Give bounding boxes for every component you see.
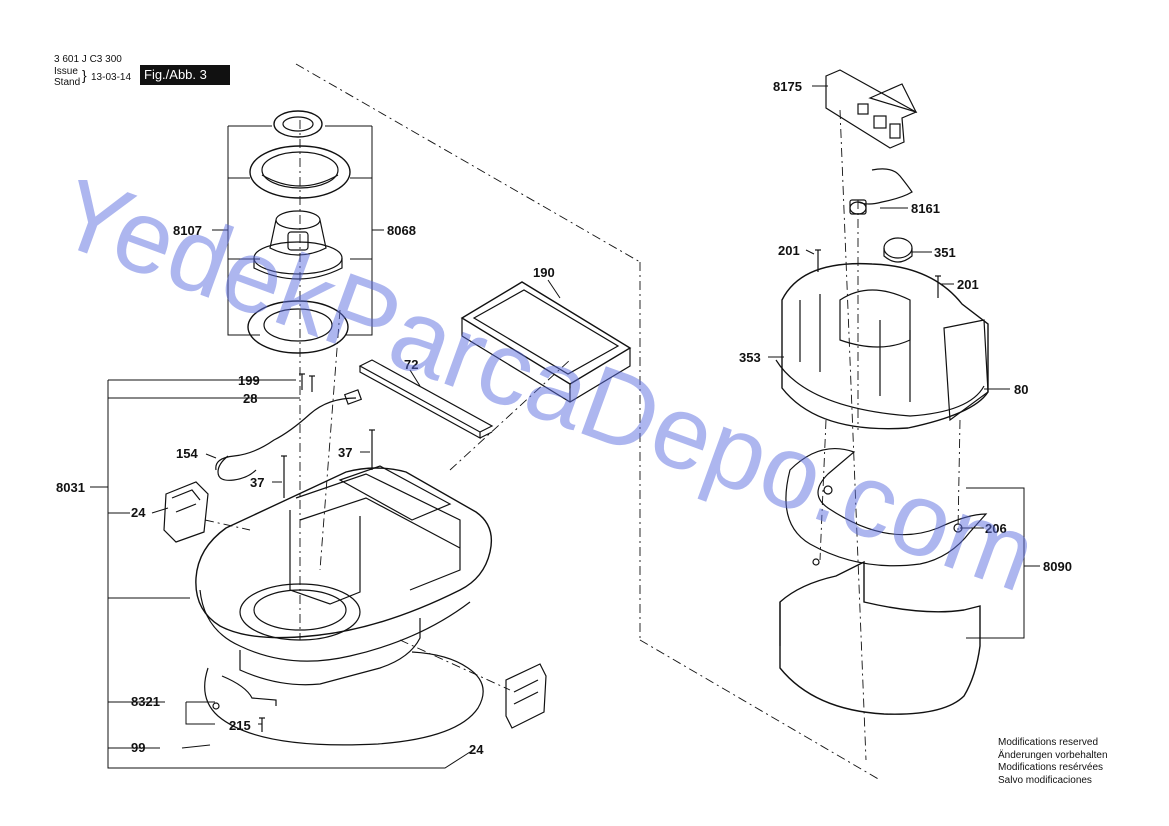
callout-8107: 8107 (173, 223, 202, 238)
callout-154: 154 (176, 446, 198, 461)
modification-notes: Modifications reserved Änderungen vorbeh… (998, 737, 1108, 787)
note-line: Salvo modificaciones (998, 774, 1092, 786)
callout-206: 206 (985, 521, 1007, 536)
upper-housing (775, 262, 989, 430)
switch-assembly (849, 168, 913, 215)
motor (253, 210, 343, 280)
callout-28: 28 (243, 391, 258, 406)
callout-80: 80 (1014, 382, 1029, 397)
stand-label: Stand (54, 77, 81, 88)
callout-8090: 8090 (1043, 559, 1072, 574)
callout-201-right: 201 (957, 277, 979, 292)
callout-215: 215 (229, 718, 251, 733)
motor-seal-ring (273, 110, 323, 138)
part-number: 3 601 J C3 300 (54, 54, 122, 65)
callout-37-lower: 37 (250, 475, 265, 490)
power-cable (215, 389, 363, 481)
filter-cartridge (460, 281, 632, 403)
note-line: Modifications resérvées (998, 762, 1104, 773)
callout-24-right: 24 (469, 742, 484, 757)
callout-8068: 8068 (387, 223, 416, 238)
note-line: Änderungen vorbehalten (998, 749, 1108, 761)
retaining-clip (212, 675, 277, 710)
issue-label: Issue (54, 66, 78, 77)
latch-right (505, 663, 547, 729)
base-gasket (204, 651, 484, 746)
callout-199: 199 (238, 373, 260, 388)
note-line: Modifications reserved (998, 737, 1099, 748)
issue-date: 13-03-14 (91, 72, 132, 83)
callout-190: 190 (533, 265, 555, 280)
support-frame (785, 448, 988, 567)
callout-201-left: 201 (778, 243, 800, 258)
screws (259, 249, 941, 732)
header-brace: } (82, 67, 87, 83)
callout-8161: 8161 (911, 201, 940, 216)
latch-left (163, 481, 209, 543)
callout-351: 351 (934, 245, 956, 260)
callout-8031: 8031 (56, 480, 85, 495)
control-knob (883, 237, 913, 263)
callout-8321: 8321 (131, 694, 160, 709)
lower-housing (195, 465, 493, 686)
motor-mount-ring (249, 145, 351, 199)
callout-353: 353 (739, 350, 761, 365)
figure-label: Fig./Abb. 3 (140, 65, 230, 85)
callout-24-left: 24 (131, 505, 146, 520)
motor-gasket (247, 300, 349, 354)
circuit-board (825, 69, 918, 149)
callout-brackets (90, 85, 1040, 769)
callout-72: 72 (404, 357, 419, 372)
callout-8175: 8175 (773, 79, 802, 94)
callout-37-upper: 37 (338, 445, 353, 460)
base-skirt (779, 560, 981, 715)
callout-99: 99 (131, 740, 146, 755)
sealing-strip (358, 359, 494, 440)
assembly-axis-lines (204, 63, 961, 781)
